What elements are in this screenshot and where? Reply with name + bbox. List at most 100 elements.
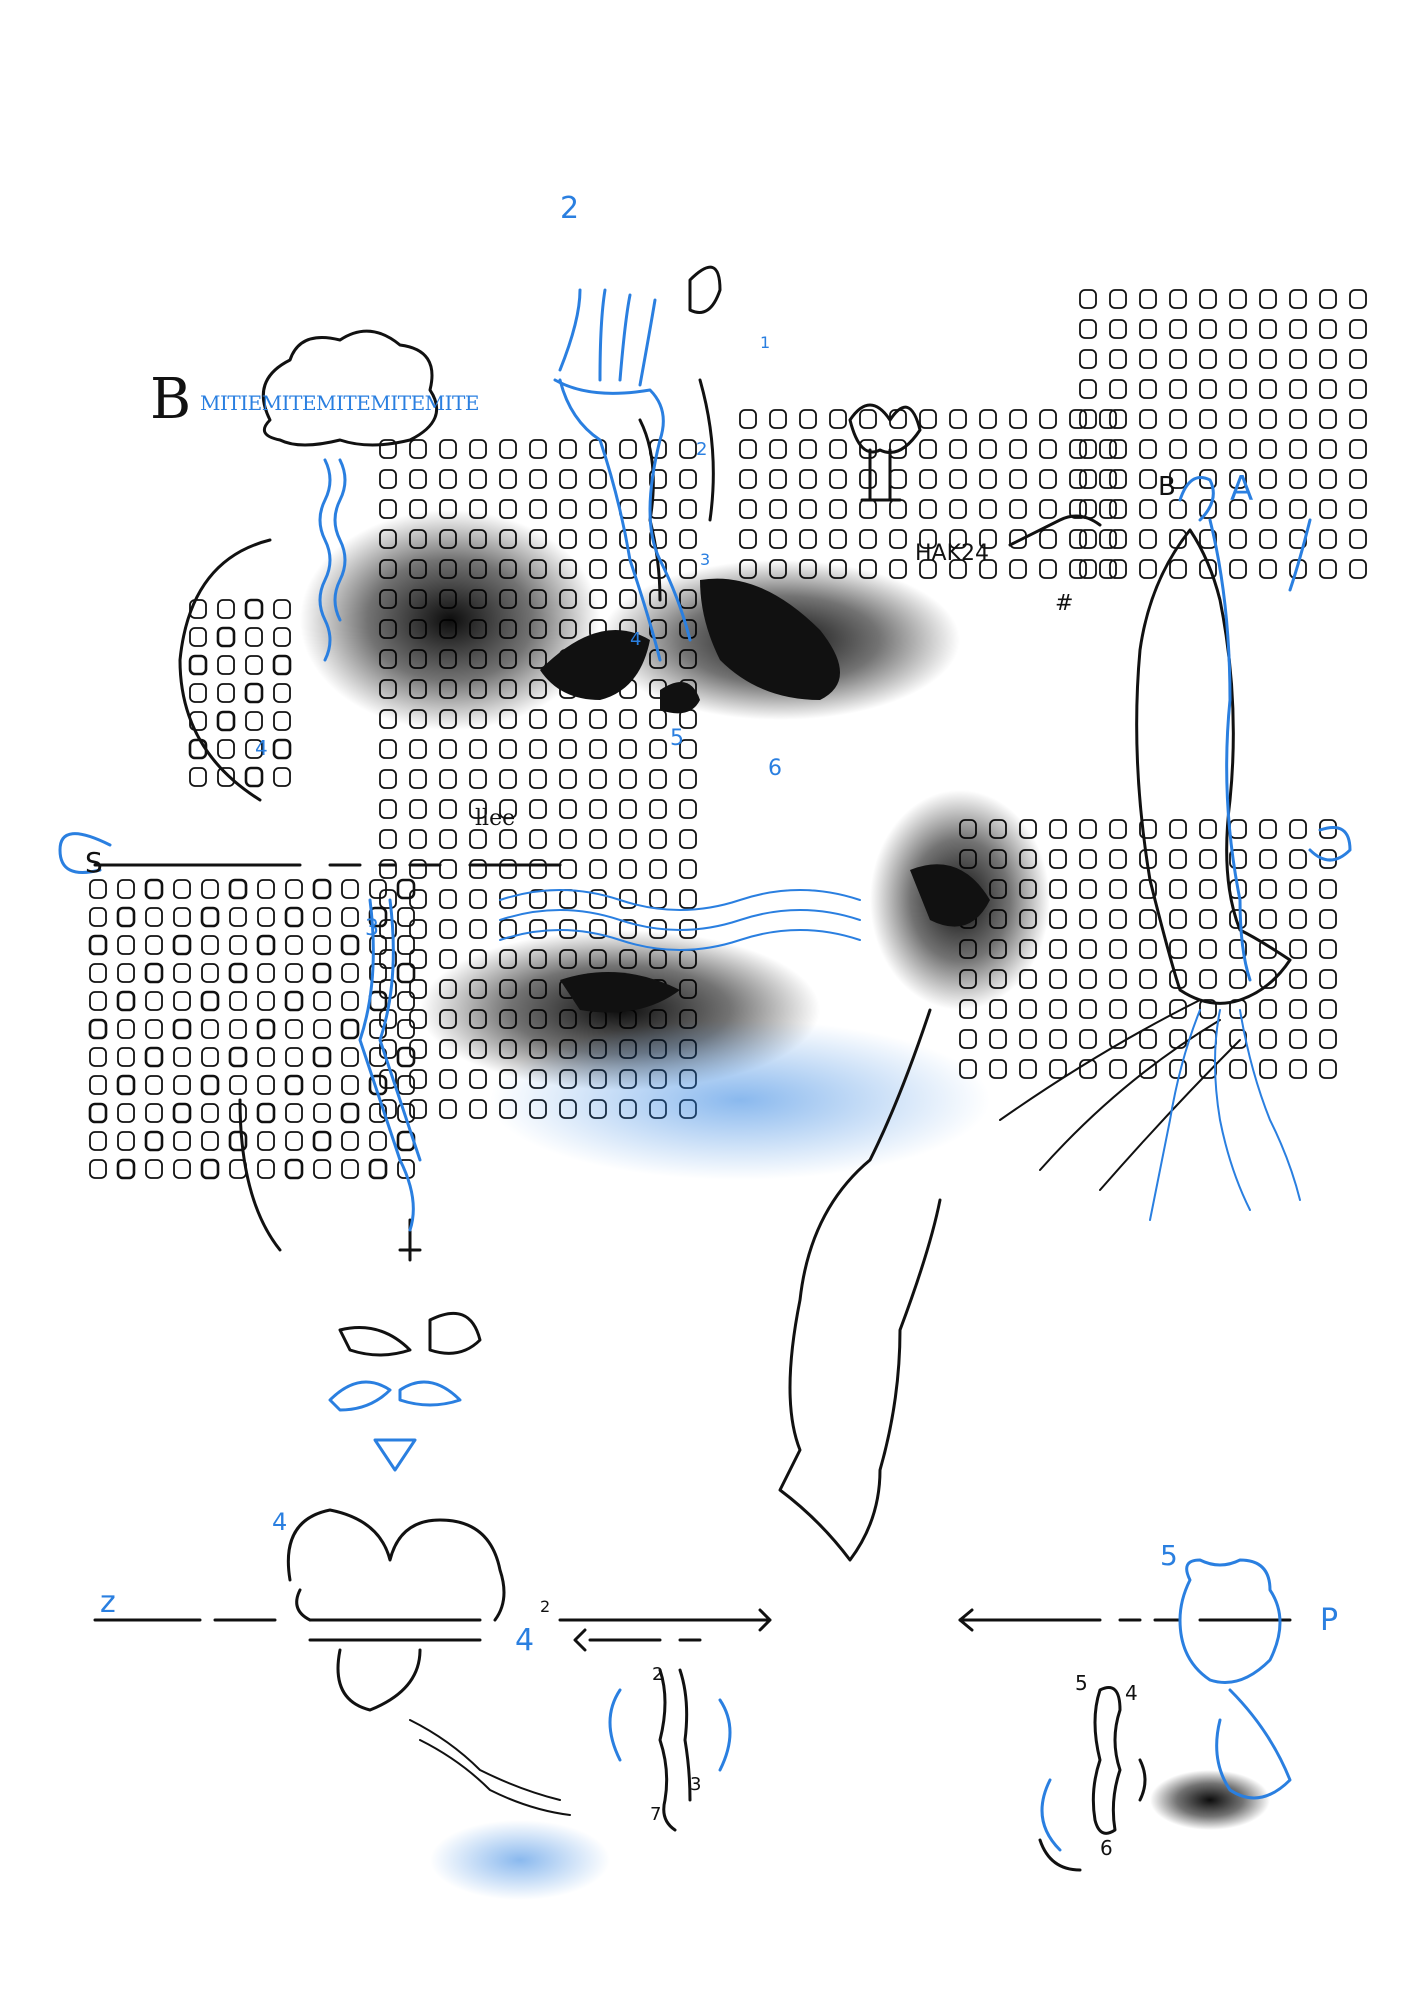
grid-square (200, 1074, 220, 1096)
grid-square (1109, 559, 1127, 579)
grid-square (619, 889, 637, 909)
grid-square (589, 799, 607, 819)
grid-square (1289, 909, 1307, 929)
grid-square (1069, 409, 1087, 429)
grid-square (1049, 1029, 1067, 1049)
grid-square (1099, 469, 1117, 489)
label-bottom-p: P (1320, 1603, 1338, 1638)
label-bottom-sup-2: 2 (540, 1597, 550, 1616)
grid-square (341, 1047, 359, 1067)
grid-square (1069, 499, 1087, 519)
grid-square (216, 626, 236, 648)
grid-square (529, 739, 547, 759)
grid-square (469, 1099, 487, 1119)
grid-square (1259, 439, 1277, 459)
grid-square (1289, 349, 1307, 369)
grid-square (1139, 349, 1157, 369)
grid-square (397, 935, 415, 955)
grid-square (173, 1075, 191, 1095)
grid-square (589, 889, 607, 909)
grid-square (649, 709, 667, 729)
grid-square (1049, 969, 1067, 989)
label-blue-3-center: 3 (700, 550, 710, 569)
grid-square (619, 559, 637, 579)
grid-square (799, 529, 817, 549)
grid-square (559, 769, 577, 789)
grid-square (1169, 319, 1187, 339)
label-blue-4-center: 4 (630, 629, 641, 650)
grid-square (559, 499, 577, 519)
grid-square (313, 935, 331, 955)
grid-square (217, 599, 235, 619)
grid-square (144, 1130, 164, 1152)
grid-square (619, 439, 637, 459)
grid-square (217, 739, 235, 759)
grid-square (1079, 879, 1097, 899)
grid-square (1349, 559, 1367, 579)
grid-square (1109, 439, 1127, 459)
grid-square (559, 529, 577, 549)
label-blue-5-bottom: 5 (1160, 1539, 1178, 1572)
grid-square (172, 1102, 192, 1124)
grid-square (201, 935, 219, 955)
grid-square (313, 907, 331, 927)
grid-square (1259, 469, 1277, 489)
grid-square (1289, 469, 1307, 489)
grid-square (379, 1039, 397, 1059)
grid-square (257, 1159, 275, 1179)
grid-square (1169, 1029, 1187, 1049)
grid-square (285, 1019, 303, 1039)
grid-square (589, 769, 607, 789)
grid-square (228, 962, 248, 984)
grid-square (200, 990, 220, 1012)
grid-square (1009, 559, 1027, 579)
grid-square (379, 769, 397, 789)
grid-square (272, 738, 292, 760)
grid-square (1079, 559, 1097, 579)
black-linework (93, 265, 1292, 1872)
grid-square (379, 979, 397, 999)
grid-square (1169, 939, 1187, 959)
label-bottom-z: z (100, 1585, 116, 1620)
grid-square (1009, 439, 1027, 459)
grid-square (1109, 849, 1127, 869)
grid-square (379, 499, 397, 519)
grid-square (439, 889, 457, 909)
grid-square (229, 935, 247, 955)
grid-square (1289, 409, 1307, 429)
grid-square (369, 1019, 387, 1039)
grid-square (1319, 939, 1337, 959)
grid-square (1049, 909, 1067, 929)
grid-square (257, 991, 275, 1011)
grid-square (1139, 999, 1157, 1019)
grid-square (439, 1069, 457, 1089)
grid-square (1139, 499, 1157, 519)
grid-square (1199, 499, 1217, 519)
grid-square (396, 878, 416, 900)
grid-square (397, 907, 415, 927)
grid-square (201, 963, 219, 983)
grid-square (1259, 849, 1277, 869)
grid-square (257, 1131, 275, 1151)
label-num-6-right: 6 (1100, 1836, 1113, 1860)
grid-square (379, 1099, 397, 1119)
grid-square (1289, 999, 1307, 1019)
grid-square (1259, 319, 1277, 339)
grid-square (409, 949, 427, 969)
grid-square (1319, 1059, 1337, 1079)
grid-square (499, 469, 517, 489)
grid-square (679, 439, 697, 459)
grid-square (649, 889, 667, 909)
grid-square (1259, 559, 1277, 579)
grid-square (1229, 969, 1247, 989)
grid-square (217, 767, 235, 787)
grid-square (201, 1019, 219, 1039)
grid-square (116, 1158, 136, 1180)
grid-square (1109, 529, 1127, 549)
label-top-2: 2 (560, 191, 579, 226)
grid-square (1079, 529, 1097, 549)
label-blue-2-center: 2 (696, 439, 707, 460)
label-repeating-script: MITIEMITEMITEMITEMITE (200, 391, 479, 415)
grid-square (1169, 499, 1187, 519)
grid-square (649, 529, 667, 549)
